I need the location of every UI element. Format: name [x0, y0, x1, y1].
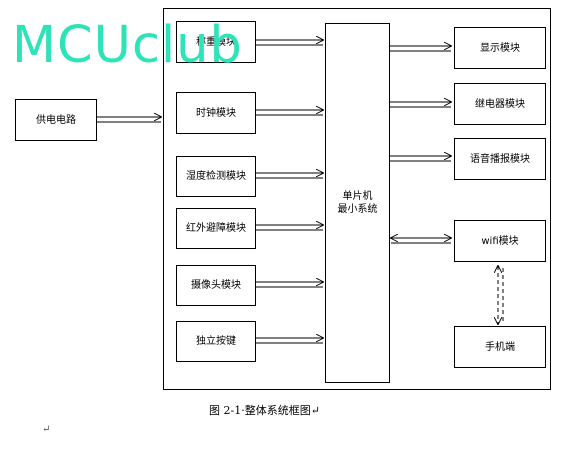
phone-label: 手机端 — [485, 341, 515, 353]
wifi-module-box: wifi模块 — [454, 220, 546, 262]
figure-caption: 图 2-1·整体系统框图↵ — [209, 404, 320, 417]
display-module-box: 显示模块 — [454, 27, 546, 69]
camera-module-label: 摄像头模块 — [191, 280, 241, 291]
weighing-module-label: 称重模块 — [196, 36, 236, 48]
paragraph-mark: ↵ — [42, 424, 51, 435]
weighing-module-box: 称重模块 — [176, 21, 256, 63]
wifi-module-label: wifi模块 — [481, 235, 519, 247]
voice-module-label: 语音播报模块 — [470, 153, 530, 165]
button-module-label: 独立按键 — [196, 336, 236, 347]
camera-module-box: 摄像头模块 — [176, 265, 256, 306]
relay-module-label: 继电器模块 — [475, 98, 525, 110]
clock-module-box: 时钟模块 — [176, 92, 256, 134]
phone-box: 手机端 — [454, 326, 546, 368]
button-module-box: 独立按键 — [176, 321, 256, 362]
power-supply-box: 供电电路 — [15, 99, 97, 141]
watermark-text: MCUclub — [12, 16, 243, 75]
infrared-module-box: 红外避障模块 — [176, 208, 256, 249]
voice-module-box: 语音播报模块 — [454, 138, 546, 180]
infrared-module-label: 红外避障模块 — [186, 223, 246, 234]
humidity-module-label: 湿度检测模块 — [186, 171, 246, 182]
display-module-label: 显示模块 — [480, 42, 520, 54]
relay-module-box: 继电器模块 — [454, 83, 546, 125]
mcu-box: 单片机 最小系统 — [325, 23, 390, 383]
mcu-label-line1: 单片机 — [342, 191, 373, 202]
power-supply-label: 供电电路 — [36, 114, 76, 126]
humidity-module-box: 湿度检测模块 — [176, 156, 256, 197]
clock-module-label: 时钟模块 — [196, 107, 236, 119]
system-frame — [163, 8, 551, 390]
mcu-label-line2: 最小系统 — [337, 204, 378, 215]
